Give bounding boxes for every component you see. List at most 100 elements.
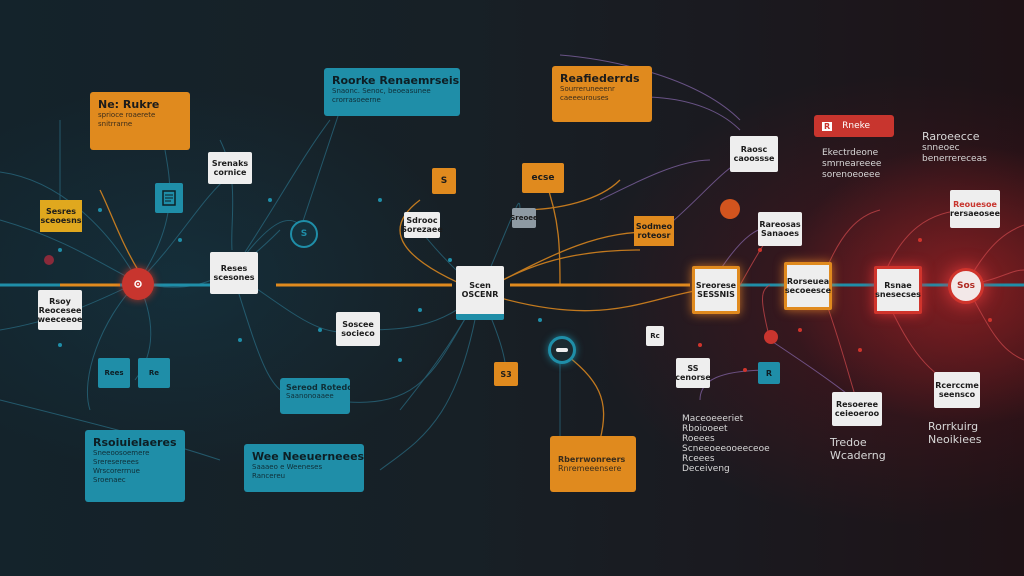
text-line: Raroeecce: [922, 130, 980, 143]
circle-label: Sos: [956, 281, 976, 291]
node-line: Rancereu: [252, 472, 286, 480]
node-line: Rcerccme: [935, 381, 979, 390]
node-line: OSCENR: [461, 290, 499, 299]
text-line: Deceiveng: [682, 464, 730, 474]
node-line: Scen: [469, 281, 491, 290]
small-label: ecse: [531, 173, 555, 183]
white-q-node[interactable]: Rc: [646, 326, 664, 346]
orange-small-1[interactable]: S: [432, 168, 456, 194]
text-line: Neoikiees: [928, 433, 982, 446]
node-top-orange-center[interactable]: Reafiederrds Sourreruneeenr caeeeurouses: [552, 66, 652, 122]
node-white-1[interactable]: Srenaks cornice: [208, 152, 252, 184]
node-teal-mid[interactable]: Sereod Rotedo Saanonoaaee: [280, 378, 350, 414]
node-line: Saaaeo e Weeneses: [252, 463, 323, 471]
node-line: Sneeoosoemere: [93, 449, 150, 457]
node-bottom-orange[interactable]: Rberrwonreers Rnremeeensere: [550, 436, 636, 492]
small-label: Re: [148, 369, 160, 377]
minus-icon: [556, 348, 568, 352]
small-label: R: [765, 368, 773, 378]
node-line: seensco: [938, 390, 976, 399]
red-dot-node: [764, 330, 778, 344]
node-line: Srenaks: [211, 159, 249, 168]
hub-icon: [134, 280, 142, 288]
node-line: secoeesce: [784, 286, 832, 295]
red-hub-node[interactable]: [122, 268, 154, 300]
node-bottom-teal-mid[interactable]: Wee Neeuerneees Saaaeo e Weeneses Rancer…: [244, 444, 364, 492]
text-line: smrneareeee: [822, 159, 882, 169]
node-white-sss[interactable]: Soscee socieco: [336, 312, 380, 346]
node-line: Sodmeo: [635, 222, 673, 231]
node-top-left-orange[interactable]: Ne: Rukre sprioce roaerete snitrrarne: [90, 92, 190, 150]
teal-ring-node[interactable]: [548, 336, 576, 364]
text-line: Wcaderng: [830, 449, 886, 462]
node-line: Resoeree: [835, 400, 879, 409]
node-line: Saanonoaaee: [286, 392, 334, 400]
node-title: Roorke Renaemrseis: [332, 74, 460, 87]
text-bottom-3: Rorrkuirg Neoikiees: [928, 420, 981, 446]
text-line: benerrereceas: [922, 154, 987, 164]
node-yellow-left[interactable]: Sesres sceoesns: [40, 200, 82, 232]
node-line: sprioce roaerete: [98, 111, 156, 119]
node-title: Reafiederrds: [560, 72, 640, 85]
node-line: Rnremeeensere: [558, 464, 622, 473]
node-line: Rorseuea: [786, 277, 830, 286]
node-top-teal[interactable]: Roorke Renaemrseis Snaonc. Senoc, beoeas…: [324, 68, 460, 116]
node-line: SS: [687, 364, 699, 373]
node-line: caoossse: [733, 154, 775, 163]
red-dots: [698, 238, 992, 372]
node-line: Rsnae: [884, 281, 912, 290]
small-label: S: [440, 176, 448, 186]
text-line: snneoec: [922, 143, 960, 153]
node-white-ss[interactable]: SS cenorse: [675, 358, 711, 388]
orange-links: [99, 179, 701, 441]
teal-dots: [58, 198, 542, 362]
node-red-glow[interactable]: Rsnae snesecses: [874, 266, 922, 314]
node-white-rt[interactable]: Rareosas Sanaoes: [758, 212, 802, 246]
node-white-rbottom-2[interactable]: Rcerccme seensco: [934, 372, 980, 408]
node-line: cenorse: [675, 373, 711, 382]
teal-small-left-1[interactable]: Rees: [98, 358, 130, 388]
node-center-white[interactable]: Scen OSCENR: [456, 266, 504, 320]
node-line: rersaeosee: [950, 209, 1001, 218]
node-line: Snaonc. Senoc, beoeasunee: [332, 87, 431, 95]
node-red-label[interactable]: R Rneke: [814, 115, 894, 137]
node-orange-glow-1[interactable]: Sreorese SESSNIS: [692, 266, 740, 314]
teal-square-right[interactable]: R: [758, 362, 780, 384]
node-line: Rareosas: [759, 220, 801, 229]
node-line: Raosc: [740, 145, 768, 154]
node-line: Sorezaee: [401, 225, 443, 234]
orange-small-2[interactable]: ecse: [522, 163, 564, 193]
node-white-keses[interactable]: Reses scesones: [210, 252, 258, 294]
teal-circle-icon[interactable]: S: [290, 220, 318, 248]
text-line: Ekectrdeone: [822, 148, 879, 158]
grey-small[interactable]: Sreoee: [510, 208, 538, 228]
node-line: sceoesns: [40, 216, 82, 225]
node-white-rbh[interactable]: Raosc caoossse: [730, 136, 778, 172]
node-bottom-left-teal[interactable]: Rsoiuielaeres Sneeoosoemere Sreresereees…: [85, 430, 185, 502]
node-line: Reocesee: [38, 305, 82, 315]
teal-doc-icon[interactable]: [155, 183, 183, 213]
teal-small-left-2[interactable]: Re: [138, 358, 170, 388]
small-label: Sreoee: [510, 214, 538, 222]
small-red-node: [44, 255, 54, 265]
text-line: Rorrkuirg: [928, 420, 979, 433]
red-glow-circle-node[interactable]: Sos: [948, 268, 984, 304]
node-white-farright[interactable]: Reouesoe rersaeosee: [950, 190, 1000, 228]
node-line: snesecses: [875, 290, 921, 299]
node-white-lr[interactable]: Rsoy Reocesee weeceeoe: [38, 290, 82, 330]
node-white-rbottom[interactable]: Resoeree ceieoeroo: [832, 392, 882, 426]
small-label: Rees: [104, 369, 124, 377]
node-line: Reses: [220, 264, 248, 273]
orange-dot-node: [720, 199, 740, 219]
node-title: Rsoiuielaeres: [93, 436, 177, 449]
orange-small-3[interactable]: S3: [494, 362, 518, 386]
node-white-sro[interactable]: Sdrooc Sorezaee: [401, 212, 443, 238]
node-line: Sroenaec: [93, 476, 126, 484]
node-orange-glow-2[interactable]: Rorseuea secoeesce: [784, 262, 832, 310]
node-line: Sourreruneeenr: [560, 85, 615, 93]
node-orange-slim[interactable]: Sodmeo roteosr: [634, 216, 674, 246]
text-line: Maceoeeeriet: [682, 414, 744, 424]
document-icon: [162, 190, 176, 206]
circle-label: S: [300, 229, 308, 239]
